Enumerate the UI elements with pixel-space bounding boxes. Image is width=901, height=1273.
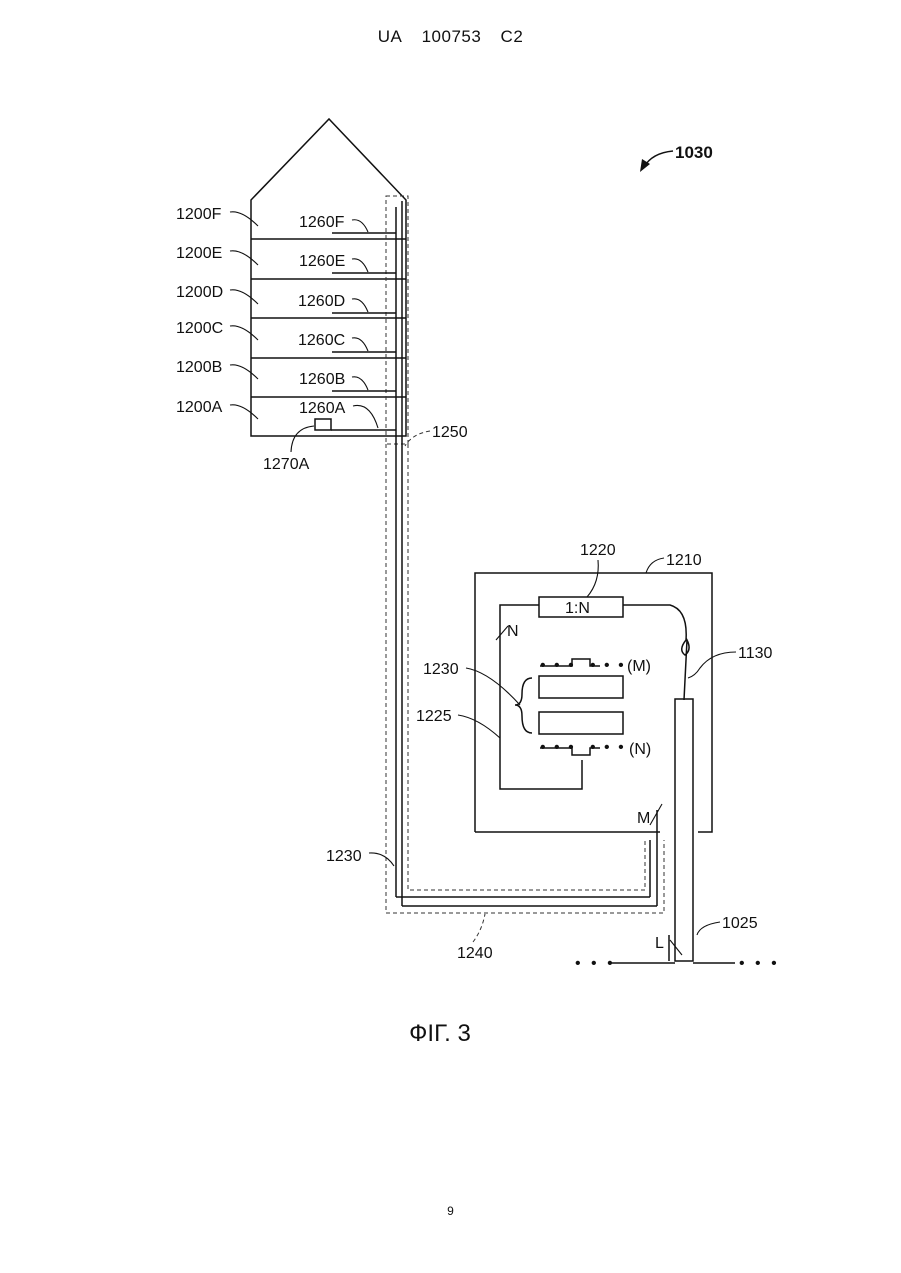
label-1200b: 1200B (176, 359, 222, 376)
svg-text:• • •: • • • (540, 657, 576, 674)
internal-wiring (496, 605, 689, 789)
svg-text:• • •: • • • (540, 739, 576, 756)
label-1220: 1220 (580, 542, 616, 559)
label-1230-inner: 1230 (423, 661, 459, 678)
leader-1230-outer (369, 853, 394, 866)
leader-1220 (587, 560, 598, 597)
floor-labels: 1200F 1200E 1200D 1200C 1200B 1200A (176, 206, 258, 419)
figure-caption: ФІГ. 3 (0, 1020, 880, 1048)
label-1025: 1025 (722, 915, 758, 932)
ellipsis-right: • • • (739, 955, 780, 972)
feeder (612, 699, 735, 963)
label-1200d: 1200D (176, 284, 223, 301)
label-1030: 1030 (675, 143, 713, 162)
label-1260a: 1260A (299, 400, 346, 417)
svg-text:• • •: • • • (590, 657, 626, 674)
label-1225: 1225 (416, 708, 452, 725)
label-n-paren: (N) (629, 741, 651, 758)
cabinet-1210 (475, 573, 712, 832)
ellipsis-left: • • • (575, 955, 616, 972)
label-1260f: 1260F (299, 214, 345, 231)
leader-1210 (646, 558, 664, 573)
label-1200f: 1200F (176, 206, 222, 223)
svg-text:• • •: • • • (590, 739, 626, 756)
label-1260b: 1260B (299, 371, 345, 388)
label-n-mark: N (507, 623, 519, 640)
label-1200c: 1200C (176, 320, 223, 337)
label-1200a: 1200A (176, 399, 223, 416)
label-1270a: 1270A (263, 456, 310, 473)
label-1210: 1210 (666, 552, 702, 569)
page-number: 9 (0, 1204, 901, 1218)
label-1240: 1240 (457, 945, 493, 962)
label-m-paren: (M) (627, 658, 651, 675)
leader-1025 (697, 922, 720, 935)
label-1250: 1250 (432, 424, 468, 441)
label-1200e: 1200E (176, 245, 222, 262)
label-1260c: 1260C (298, 332, 345, 349)
modules: • • • • • • • • • • • • (515, 657, 626, 756)
label-1260e: 1260E (299, 253, 345, 270)
label-1130: 1130 (738, 645, 773, 662)
label-l-mark: L (655, 935, 664, 952)
building (251, 119, 406, 436)
leader-1250 (405, 431, 430, 446)
leader-1270a (291, 426, 314, 452)
label-m-mark: M (637, 810, 650, 827)
label-1260d: 1260D (298, 293, 345, 310)
leader-1230-inner (466, 668, 520, 705)
leader-1240 (473, 914, 485, 942)
leader-1225 (458, 715, 500, 738)
label-ratio: 1:N (565, 600, 590, 617)
label-1230-outer: 1230 (326, 848, 362, 865)
